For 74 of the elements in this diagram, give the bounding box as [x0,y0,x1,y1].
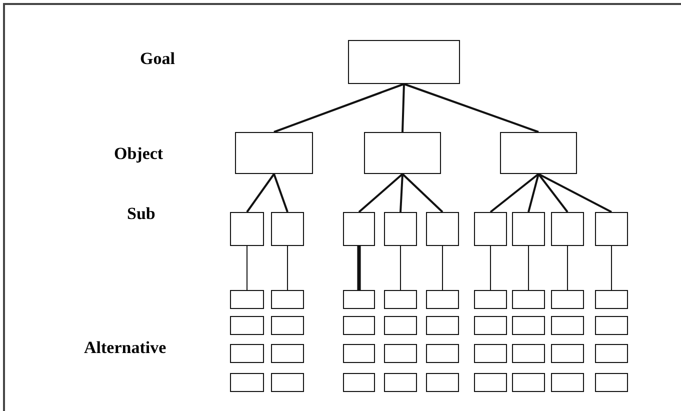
objective-box [235,132,313,174]
connector-line [357,246,361,290]
connector-line [246,173,275,213]
connector-line [287,246,288,290]
alternative-box [384,316,417,335]
connector-line [442,246,443,290]
alternative-box [343,373,375,392]
alternative-box [343,290,375,309]
alternative-box [384,290,417,309]
connector-line [246,246,248,290]
level-label: Sub [127,204,156,224]
alternative-box [384,344,417,363]
alternative-box [230,290,264,309]
objective-box [500,132,577,174]
connector-line [404,83,539,133]
alternative-box [271,316,304,335]
alternative-box [595,344,628,363]
alternative-box [271,373,304,392]
alternative-box [512,316,545,335]
connector-line [490,246,491,290]
sub-criterion-box [426,212,459,246]
alternative-box [426,316,459,335]
alternative-box [551,344,584,363]
sub-criterion-box [271,212,304,246]
sub-criterion-box [551,212,584,246]
connector-line [611,246,612,290]
connector-line [490,173,540,213]
alternative-box [343,316,375,335]
alternative-box [595,290,628,309]
connector-line [358,173,404,213]
connector-line [402,84,405,132]
alternative-box [512,344,545,363]
alternative-box [512,290,545,309]
connector-line [273,174,288,212]
level-label: Object [114,144,164,164]
alternative-box [271,290,304,309]
alternative-box [271,344,304,363]
alternative-box [595,373,628,392]
objective-box [364,132,441,174]
alternative-box [384,373,417,392]
level-label: Goal [140,49,175,69]
alternative-box [474,344,507,363]
connector-line [400,174,404,212]
alternative-box [426,290,459,309]
level-label: Alternative [84,338,166,358]
connector-line [528,174,540,212]
alternative-box [595,316,628,335]
alternative-box [474,316,507,335]
alternative-box [230,316,264,335]
alternative-box [426,344,459,363]
alternative-box [230,344,264,363]
alternative-box [551,290,584,309]
sub-criterion-box [595,212,628,246]
connector-line [400,246,401,290]
alternative-box [551,373,584,392]
connector-line [528,246,529,290]
connector-line [538,173,568,213]
alternative-box [426,373,459,392]
sub-criterion-box [384,212,417,246]
alternative-box [343,344,375,363]
alternative-box [474,373,507,392]
sub-criterion-box [230,212,264,246]
sub-criterion-box [512,212,545,246]
sub-criterion-box [343,212,375,246]
alternative-box [230,373,264,392]
connector-line [402,173,444,213]
connector-line [567,246,568,290]
connector-line [274,83,404,133]
alternative-box [474,290,507,309]
goal-box [348,40,460,84]
sub-criterion-box [474,212,507,246]
alternative-box [551,316,584,335]
alternative-box [512,373,545,392]
connector-line [538,173,612,213]
